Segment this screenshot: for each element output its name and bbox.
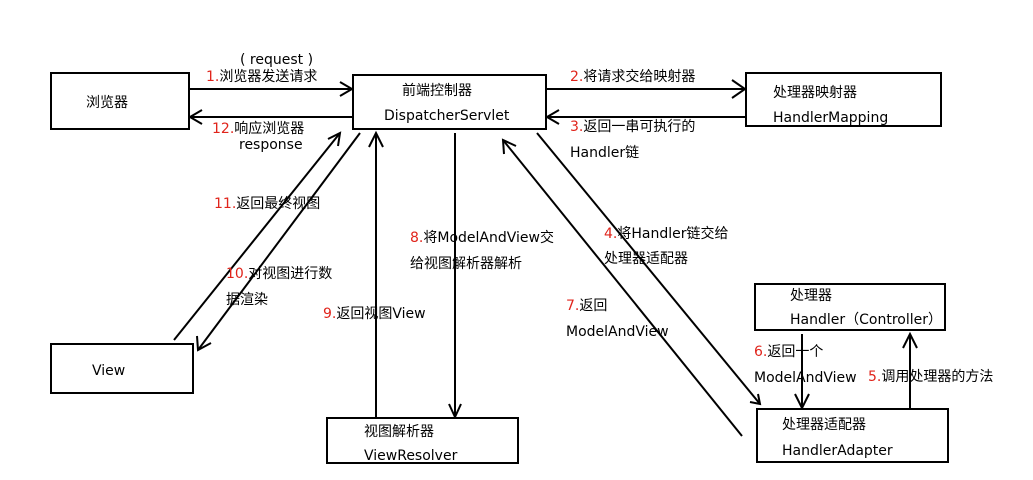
- step-2-number: 2.: [570, 69, 584, 85]
- step-1-note: ( request ): [240, 52, 314, 68]
- step-10-text2: 据渲染: [226, 292, 268, 308]
- step-6-text2: ModelAndView: [754, 370, 857, 386]
- view-resolver-name: ViewResolver: [364, 448, 458, 464]
- step-7-text: 返回: [579, 298, 608, 314]
- handler-adapter-node: 处理器适配器 HandlerAdapter: [756, 408, 949, 463]
- step-8-text2: 给视图解析器解析: [410, 256, 522, 272]
- step-12-text: 响应浏览器: [234, 121, 305, 137]
- step-11-number: 11.: [214, 196, 237, 212]
- step-4-number: 4.: [604, 226, 618, 242]
- arrowhead-step-3: [545, 109, 560, 125]
- view-resolver-title: 视图解析器: [364, 424, 434, 440]
- arrow-step-7: [502, 139, 743, 437]
- step-7-number: 7.: [566, 298, 580, 314]
- step-1-label: 1.浏览器发送请求: [206, 68, 317, 86]
- arrowhead-step-9: [368, 130, 384, 148]
- dispatcher-servlet-node: 前端控制器 DispatcherServlet: [352, 74, 547, 130]
- step-2-text: 将请求交给映射器: [583, 69, 696, 85]
- view-label: View: [92, 363, 126, 379]
- handler-mapping-node: 处理器映射器 HandlerMapping: [745, 72, 942, 127]
- step-10-label: 10.对视图进行数: [226, 265, 332, 283]
- step-1-text: 浏览器发送请求: [219, 69, 318, 85]
- browser-label: 浏览器: [86, 95, 128, 111]
- step-4-text2: 处理器适配器: [604, 251, 688, 267]
- handler-node: 处理器 Handler（Controller）: [754, 283, 946, 331]
- handler-adapter-title: 处理器适配器: [782, 417, 866, 433]
- step-6-label: 6.返回一个: [754, 343, 823, 361]
- arrowhead-step-4: [749, 393, 762, 406]
- step-1-number: 1.: [206, 69, 220, 85]
- step-6-text: 返回一个: [767, 344, 824, 360]
- step-7-text2: ModelAndView: [566, 324, 669, 340]
- step-7-label: 7.返回: [566, 297, 607, 315]
- step-9-text: 返回视图View: [336, 306, 426, 322]
- browser-node: 浏览器: [50, 72, 190, 130]
- arrowhead-step-12: [188, 109, 203, 125]
- arrowhead-step-11: [327, 131, 342, 147]
- step-5-label: 5.调用处理器的方法: [868, 368, 993, 386]
- handler-title: 处理器: [790, 288, 832, 304]
- view-resolver-node: 视图解析器 ViewResolver: [326, 417, 519, 464]
- step-12-text2: response: [239, 137, 303, 153]
- step-4-label: 4.将Handler链交给: [604, 225, 728, 243]
- step-4-text: 将Handler链交给: [617, 226, 729, 242]
- step-12-label: 12.响应浏览器: [212, 120, 304, 138]
- arrow-step-10: [197, 132, 361, 351]
- step-3-text: 返回一串可执行的: [583, 119, 696, 135]
- step-5-text: 调用处理器的方法: [881, 369, 994, 385]
- step-10-text: 对视图进行数: [248, 266, 333, 282]
- handler-mapping-title: 处理器映射器: [773, 85, 857, 101]
- dispatcher-title: 前端控制器: [402, 83, 472, 99]
- step-11-text: 返回最终视图: [236, 196, 321, 212]
- arrowhead-step-10: [196, 335, 212, 352]
- step-9-label: 9.返回视图View: [323, 305, 426, 323]
- step-5-number: 5.: [868, 369, 882, 385]
- step-8-text: 将ModelAndView交: [423, 230, 554, 246]
- step-12-number: 12.: [212, 121, 235, 137]
- step-3-text2: Handler链: [570, 145, 640, 161]
- step-9-number: 9.: [323, 306, 337, 322]
- arrowhead-step-5: [902, 331, 918, 349]
- step-2-label: 2.将请求交给映射器: [570, 68, 695, 86]
- arrow-step-4: [536, 132, 761, 405]
- step-11-label: 11.返回最终视图: [214, 195, 320, 213]
- arrowhead-step-7: [501, 138, 517, 155]
- step-6-number: 6.: [754, 344, 768, 360]
- arrow-step-11: [173, 132, 341, 341]
- handler-mapping-name: HandlerMapping: [773, 110, 889, 126]
- step-3-number: 3.: [570, 119, 584, 135]
- handler-name: Handler（Controller）: [790, 312, 942, 328]
- step-10-number: 10.: [226, 266, 249, 282]
- handler-adapter-name: HandlerAdapter: [782, 443, 893, 459]
- step-8-label: 8.将ModelAndView交: [410, 229, 554, 247]
- step-8-number: 8.: [410, 230, 424, 246]
- view-node: View: [50, 343, 194, 394]
- dispatcher-name: DispatcherServlet: [384, 108, 510, 124]
- step-3-label: 3.返回一串可执行的: [570, 118, 695, 136]
